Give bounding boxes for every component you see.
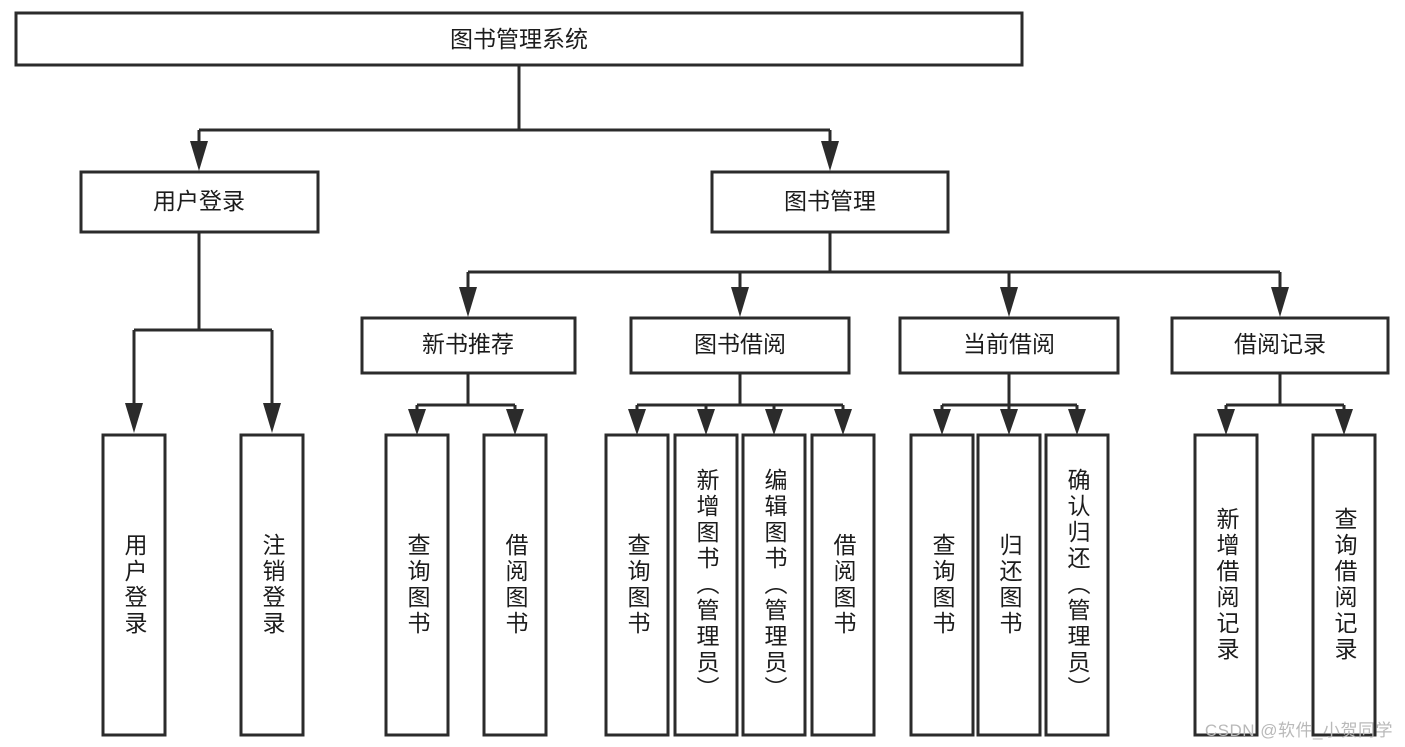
leaf-query-borrow-record[interactable]: 查询借阅记录 (1311, 433, 1377, 737)
node-book-borrow[interactable]: 图书借阅 (629, 316, 851, 375)
leaf-add-book-admin-box[interactable] (673, 433, 739, 737)
leaf-confirm-return-admin-box[interactable] (1044, 433, 1110, 737)
arrow-to-leaf-query-book-2 (628, 409, 646, 435)
leaf-edit-book-admin[interactable]: 编辑图书（管理员） (741, 433, 807, 737)
node-new-book-recommend[interactable]: 新书推荐 (360, 316, 577, 375)
leaf-query-borrow-record-box[interactable] (1311, 433, 1377, 737)
arrow-to-leaf-edit-book (765, 409, 783, 435)
leaf-borrow-book-borrow-box[interactable] (810, 433, 876, 737)
leaf-confirm-return-admin[interactable]: 确认归还（管理员） (1044, 433, 1110, 737)
leaf-user-login-box[interactable] (101, 433, 167, 737)
leaf-logout-label: 注销登录 (259, 533, 286, 637)
node-user-login-box[interactable] (79, 170, 320, 234)
node-current-borrow-box[interactable] (898, 316, 1120, 375)
node-book-management-box[interactable] (710, 170, 950, 234)
node-root-book-management-system[interactable]: 图书管理系统 (14, 11, 1024, 67)
leaf-query-book-recommend-box[interactable] (384, 433, 450, 737)
leaf-return-book-box[interactable] (976, 433, 1042, 737)
leaf-return-book-label: 归还图书 (996, 533, 1023, 637)
leaf-query-book-borrow-box[interactable] (604, 433, 670, 737)
leaf-query-borrow-record-label: 查询借阅记录 (1331, 507, 1358, 663)
node-borrow-records-label: 借阅记录 (1234, 331, 1326, 357)
leaf-edit-book-admin-label: 编辑图书（管理员） (761, 468, 788, 702)
node-book-borrow-label: 图书借阅 (694, 331, 786, 357)
leaf-query-book-borrow[interactable]: 查询图书 (604, 433, 670, 737)
leaf-query-book-current-box[interactable] (909, 433, 975, 737)
arrow-to-leaf-borrow-book-2 (834, 409, 852, 435)
leaf-add-book-admin[interactable]: 新增图书（管理员） (673, 433, 739, 737)
leaf-return-book[interactable]: 归还图书 (976, 433, 1042, 737)
leaf-query-book-recommend-label: 查询图书 (404, 533, 431, 637)
leaf-query-book-borrow-label: 查询图书 (624, 533, 651, 637)
node-borrow-records[interactable]: 借阅记录 (1170, 316, 1390, 375)
arrow-to-user-login (190, 141, 208, 171)
node-current-borrow[interactable]: 当前借阅 (898, 316, 1120, 375)
leaf-add-borrow-record-label: 新增借阅记录 (1213, 507, 1240, 663)
node-borrow-records-box[interactable] (1170, 316, 1390, 375)
arrow-to-leaf-return-book (1000, 409, 1018, 435)
node-user-login-label: 用户登录 (153, 188, 245, 214)
leaf-query-book-current[interactable]: 查询图书 (909, 433, 975, 737)
leaf-edit-book-admin-box[interactable] (741, 433, 807, 737)
leaf-add-borrow-record-box[interactable] (1193, 433, 1259, 737)
leaf-logout-box[interactable] (239, 433, 305, 737)
leaf-borrow-book-borrow-label: 借阅图书 (830, 533, 857, 637)
arrow-to-leaf-add-record (1217, 409, 1235, 435)
arrow-to-leaf-borrow-book-1 (506, 409, 524, 435)
leaf-user-login-label: 用户登录 (121, 533, 148, 637)
leaf-confirm-return-admin-label: 确认归还（管理员） (1064, 468, 1091, 702)
connectors-layer (125, 65, 1353, 435)
arrow-to-leaf-query-record (1335, 409, 1353, 435)
leaf-add-borrow-record[interactable]: 新增借阅记录 (1193, 433, 1259, 737)
leaf-add-book-admin-label: 新增图书（管理员） (693, 468, 720, 702)
arrow-to-borrow-records (1271, 287, 1289, 317)
leaf-borrow-book-recommend-box[interactable] (482, 433, 548, 737)
arrow-to-book-borrow (731, 287, 749, 317)
node-book-borrow-box[interactable] (629, 316, 851, 375)
arrow-to-leaf-add-book (697, 409, 715, 435)
node-book-management-label: 图书管理 (784, 188, 876, 214)
leaf-query-book-current-label: 查询图书 (929, 533, 956, 637)
leaf-logout[interactable]: 注销登录 (239, 433, 305, 737)
leaf-borrow-book-recommend-label: 借阅图书 (502, 533, 529, 637)
node-book-management[interactable]: 图书管理 (710, 170, 950, 234)
arrow-to-leaf-confirm-return (1068, 409, 1086, 435)
node-root-box[interactable] (14, 11, 1024, 67)
arrow-to-new-book-recommend (459, 287, 477, 317)
leaf-borrow-book-recommend[interactable]: 借阅图书 (482, 433, 548, 737)
arrow-to-book-manage (821, 141, 839, 171)
node-root-label: 图书管理系统 (450, 26, 588, 52)
leaf-query-book-recommend[interactable]: 查询图书 (384, 433, 450, 737)
arrow-to-current-borrow (1000, 287, 1018, 317)
node-user-login[interactable]: 用户登录 (79, 170, 320, 234)
arrow-to-leaf-query-book-1 (408, 409, 426, 435)
node-current-borrow-label: 当前借阅 (963, 331, 1055, 357)
node-new-book-recommend-label: 新书推荐 (422, 331, 514, 357)
arrow-to-leaf-user-login (125, 403, 143, 433)
leaf-user-login[interactable]: 用户登录 (101, 433, 167, 737)
arrow-to-leaf-logout (263, 403, 281, 433)
arrow-to-leaf-query-book-3 (933, 409, 951, 435)
leaf-borrow-book-borrow[interactable]: 借阅图书 (810, 433, 876, 737)
node-new-book-recommend-box[interactable] (360, 316, 577, 375)
